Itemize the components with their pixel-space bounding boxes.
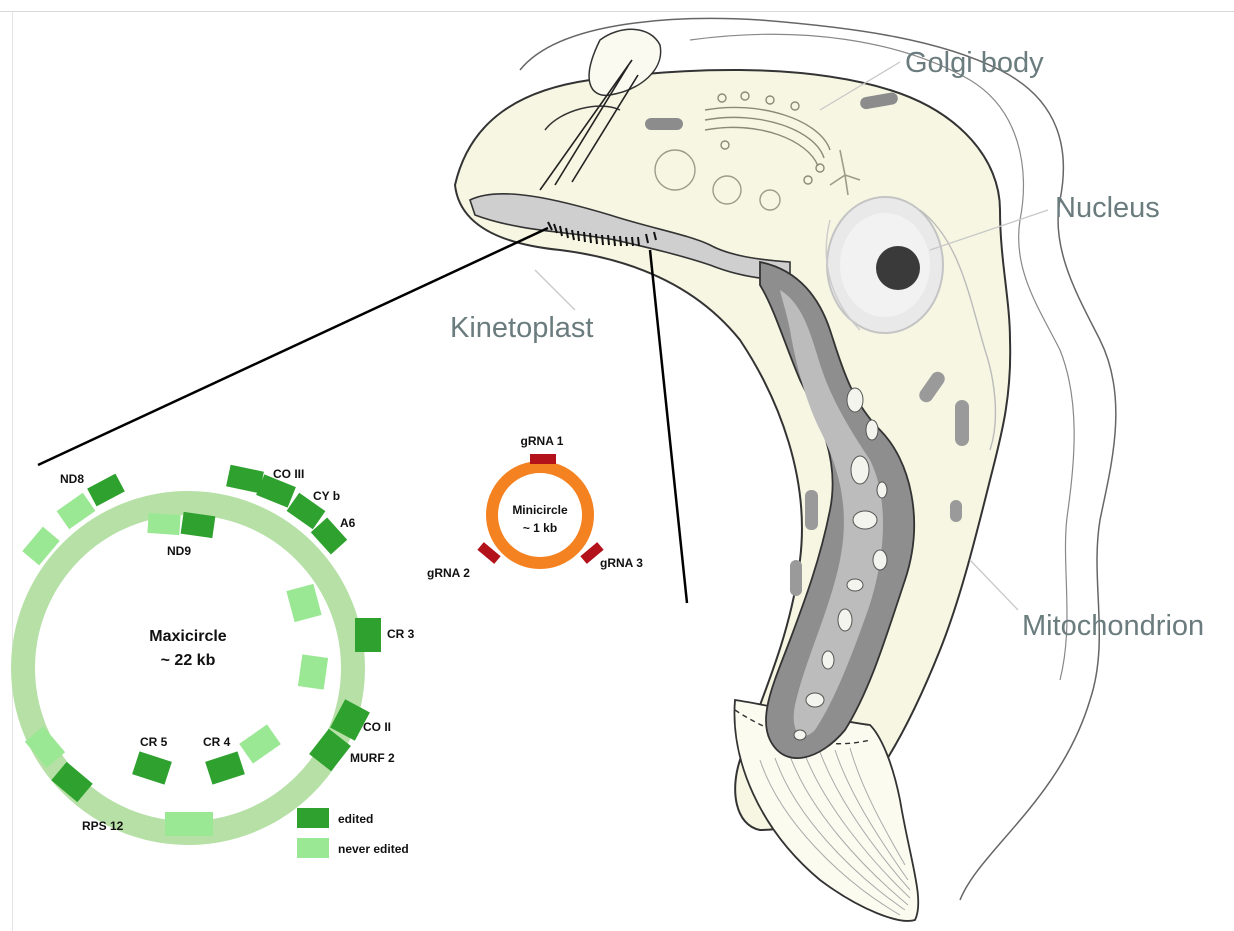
- gene-label-nd9: ND9: [167, 544, 191, 558]
- maxicircle-size: ~ 22 kb: [161, 652, 216, 669]
- gene-label-co2: CO II: [363, 720, 391, 734]
- gene-label-rps12: RPS 12: [82, 819, 124, 833]
- gene-label-cr4: CR 4: [203, 735, 231, 749]
- mitochondrion-label: Mitochondrion: [1022, 610, 1204, 642]
- gene-label-a6: A6: [340, 516, 356, 530]
- gene-block-cr4-never: [239, 724, 281, 763]
- zoom-line-left: [38, 228, 548, 465]
- gene-block-cr4: [205, 751, 245, 784]
- golgi-body-label: Golgi body: [905, 47, 1044, 79]
- gene-label-cr3: CR 3: [387, 627, 415, 641]
- cell-body: [455, 70, 1010, 830]
- minicircle-size: ~ 1 kb: [523, 521, 557, 535]
- legend-label-edited: edited: [338, 812, 373, 826]
- gene-block-cr3: [355, 618, 381, 652]
- gene-block-bottom-never: [165, 812, 213, 836]
- gene-label-murf2: MURF 2: [350, 751, 395, 765]
- gene-block-nd9-b: [181, 512, 216, 538]
- grna-block-1: [530, 454, 556, 464]
- gene-label-cyb: CY b: [313, 489, 340, 503]
- gene-block-right-never-1: [286, 584, 321, 622]
- maxicircle-gene-blocks: [22, 465, 381, 836]
- gene-label-cr5: CR 5: [140, 735, 168, 749]
- grna-label-2: gRNA 2: [427, 566, 470, 580]
- legend-swatch-edited: [297, 808, 329, 828]
- gene-label-nd8: ND8: [60, 472, 84, 486]
- gene-label-co3: CO III: [273, 467, 304, 481]
- kinetoplast-label: Kinetoplast: [450, 312, 594, 344]
- legend-label-never-edited: never edited: [338, 842, 409, 856]
- legend: edited never edited: [297, 808, 409, 858]
- nucleus-label: Nucleus: [1055, 192, 1160, 224]
- gene-block-co3-a: [226, 465, 264, 494]
- grna-label-1: gRNA 1: [521, 434, 564, 448]
- minicircle: Minicircle ~ 1 kb gRNA 1 gRNA 2 gRNA 3: [427, 434, 643, 580]
- gene-block-nd8: [87, 474, 125, 507]
- gene-block-cr5: [132, 751, 172, 784]
- nucleolus: [876, 246, 920, 290]
- gene-block-right-never-2: [298, 654, 328, 689]
- gene-block-nd9-a: [147, 513, 180, 535]
- minicircle-title: Minicircle: [512, 503, 568, 517]
- grna-label-3: gRNA 3: [600, 556, 643, 570]
- maxicircle-title: Maxicircle: [149, 628, 226, 645]
- maxicircle: Maxicircle ~ 22 kb ND8 CO III CY b A6 ND…: [22, 465, 414, 836]
- nucleus: [826, 197, 943, 333]
- zoom-line-right: [650, 250, 687, 603]
- legend-swatch-never-edited: [297, 838, 329, 858]
- golgi-rod: [645, 118, 683, 130]
